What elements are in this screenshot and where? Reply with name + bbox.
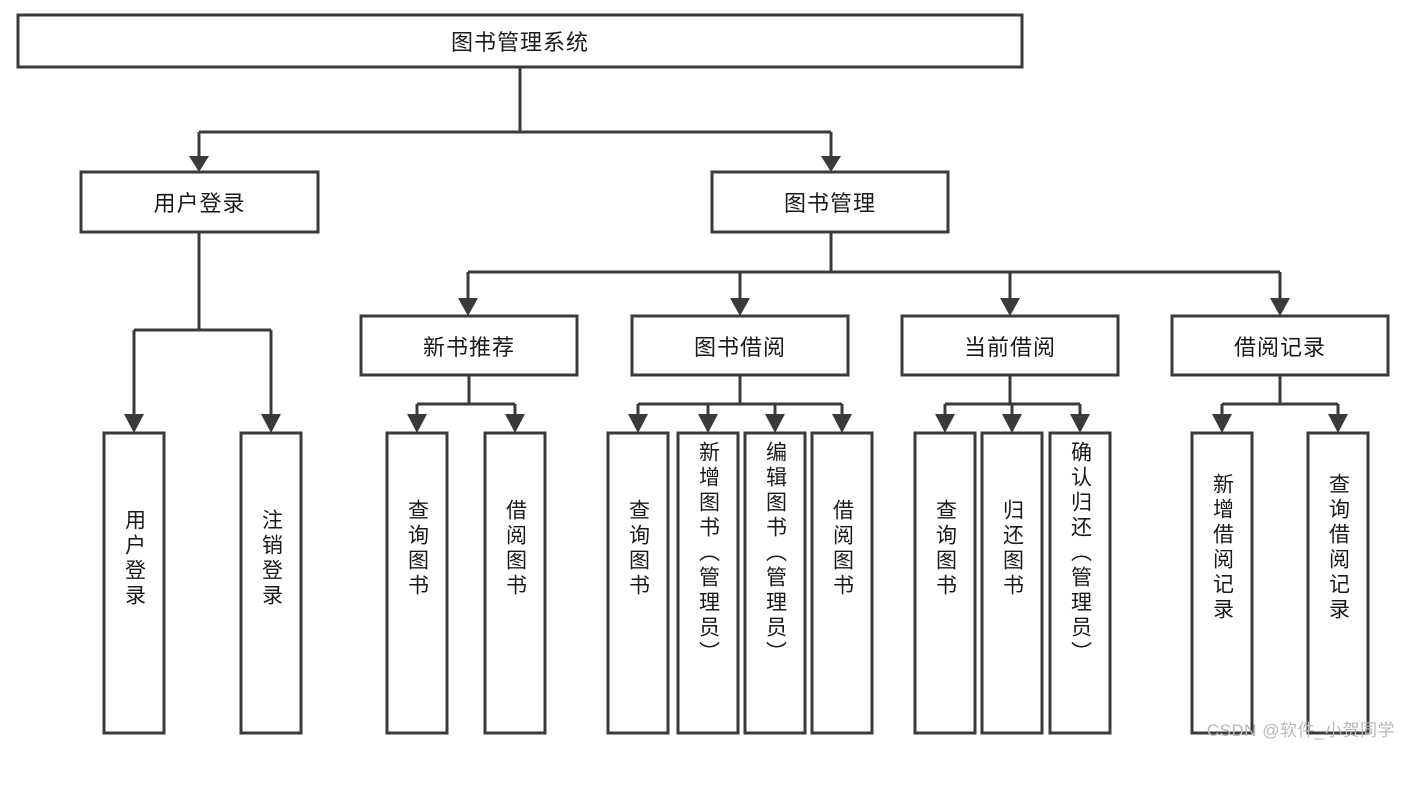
node-box-book-manage[interactable] (710, 170, 950, 234)
arrowhead-leaf-borrow-borrow-book (832, 414, 852, 433)
arrowhead-leaf-borrow-query-book (628, 414, 648, 433)
arrowhead-leaf-cur-return-book (1002, 414, 1022, 433)
arrowhead-leaf-borrow-edit-book (765, 414, 785, 433)
arrowhead-leaf-rec-query-record (1328, 414, 1348, 433)
arrowhead-leaf-rec-query-book (407, 414, 427, 433)
node-box-leaf-borrow-edit-book[interactable] (743, 431, 807, 735)
node-box-current-borrow[interactable] (900, 314, 1120, 377)
arrowhead-book-manage (821, 156, 841, 172)
flowchart-diagram: 图书管理系统 用户登录 图书管理 新书推荐 图书借阅 当前借阅 借阅记录 用户登… (16, 13, 1395, 740)
arrowhead-new-book-rec (458, 298, 478, 316)
node-box-book-borrow[interactable] (630, 314, 850, 377)
node-box-leaf-rec-query-record[interactable] (1306, 431, 1370, 735)
node-box-leaf-cur-query-book[interactable] (913, 431, 977, 735)
flowchart-svg (16, 13, 1390, 735)
arrowhead-leaf-borrow-add-book (698, 414, 718, 433)
connector-layer (124, 67, 1348, 433)
arrowhead-leaf-user-logout (261, 414, 281, 433)
node-box-leaf-borrow-add-book[interactable] (676, 431, 740, 735)
arrowhead-leaf-rec-add-record (1212, 414, 1232, 433)
arrowhead-leaf-cur-confirm-return (1070, 414, 1090, 433)
node-box-leaf-rec-query-book[interactable] (385, 431, 449, 735)
node-box-leaf-rec-add-record[interactable] (1190, 431, 1254, 735)
node-box-leaf-cur-confirm-return[interactable] (1048, 431, 1112, 735)
node-box-leaf-rec-borrow-book[interactable] (483, 431, 547, 735)
arrowhead-borrow-record (1270, 298, 1290, 316)
node-box-leaf-cur-return-book[interactable] (980, 431, 1044, 735)
node-box-root[interactable] (16, 13, 1024, 69)
arrowhead-leaf-cur-query-book (935, 414, 955, 433)
csdn-watermark: CSDN @软件_小贺同学 (1206, 721, 1395, 740)
node-box-layer (16, 13, 1390, 735)
node-box-user-login[interactable] (79, 170, 320, 234)
arrowhead-user-login (189, 156, 209, 172)
arrowhead-current-borrow (1000, 298, 1020, 316)
node-box-leaf-borrow-borrow-book[interactable] (810, 431, 874, 735)
node-box-leaf-borrow-query-book[interactable] (606, 431, 670, 735)
arrowhead-book-borrow (730, 298, 750, 316)
node-box-leaf-user-logout[interactable] (239, 431, 303, 735)
arrowhead-leaf-user-login (124, 414, 144, 433)
node-box-new-book-rec[interactable] (359, 314, 579, 377)
node-box-leaf-user-login[interactable] (102, 431, 166, 735)
arrowhead-leaf-rec-borrow-book (505, 414, 525, 433)
node-box-borrow-record[interactable] (1170, 314, 1390, 377)
